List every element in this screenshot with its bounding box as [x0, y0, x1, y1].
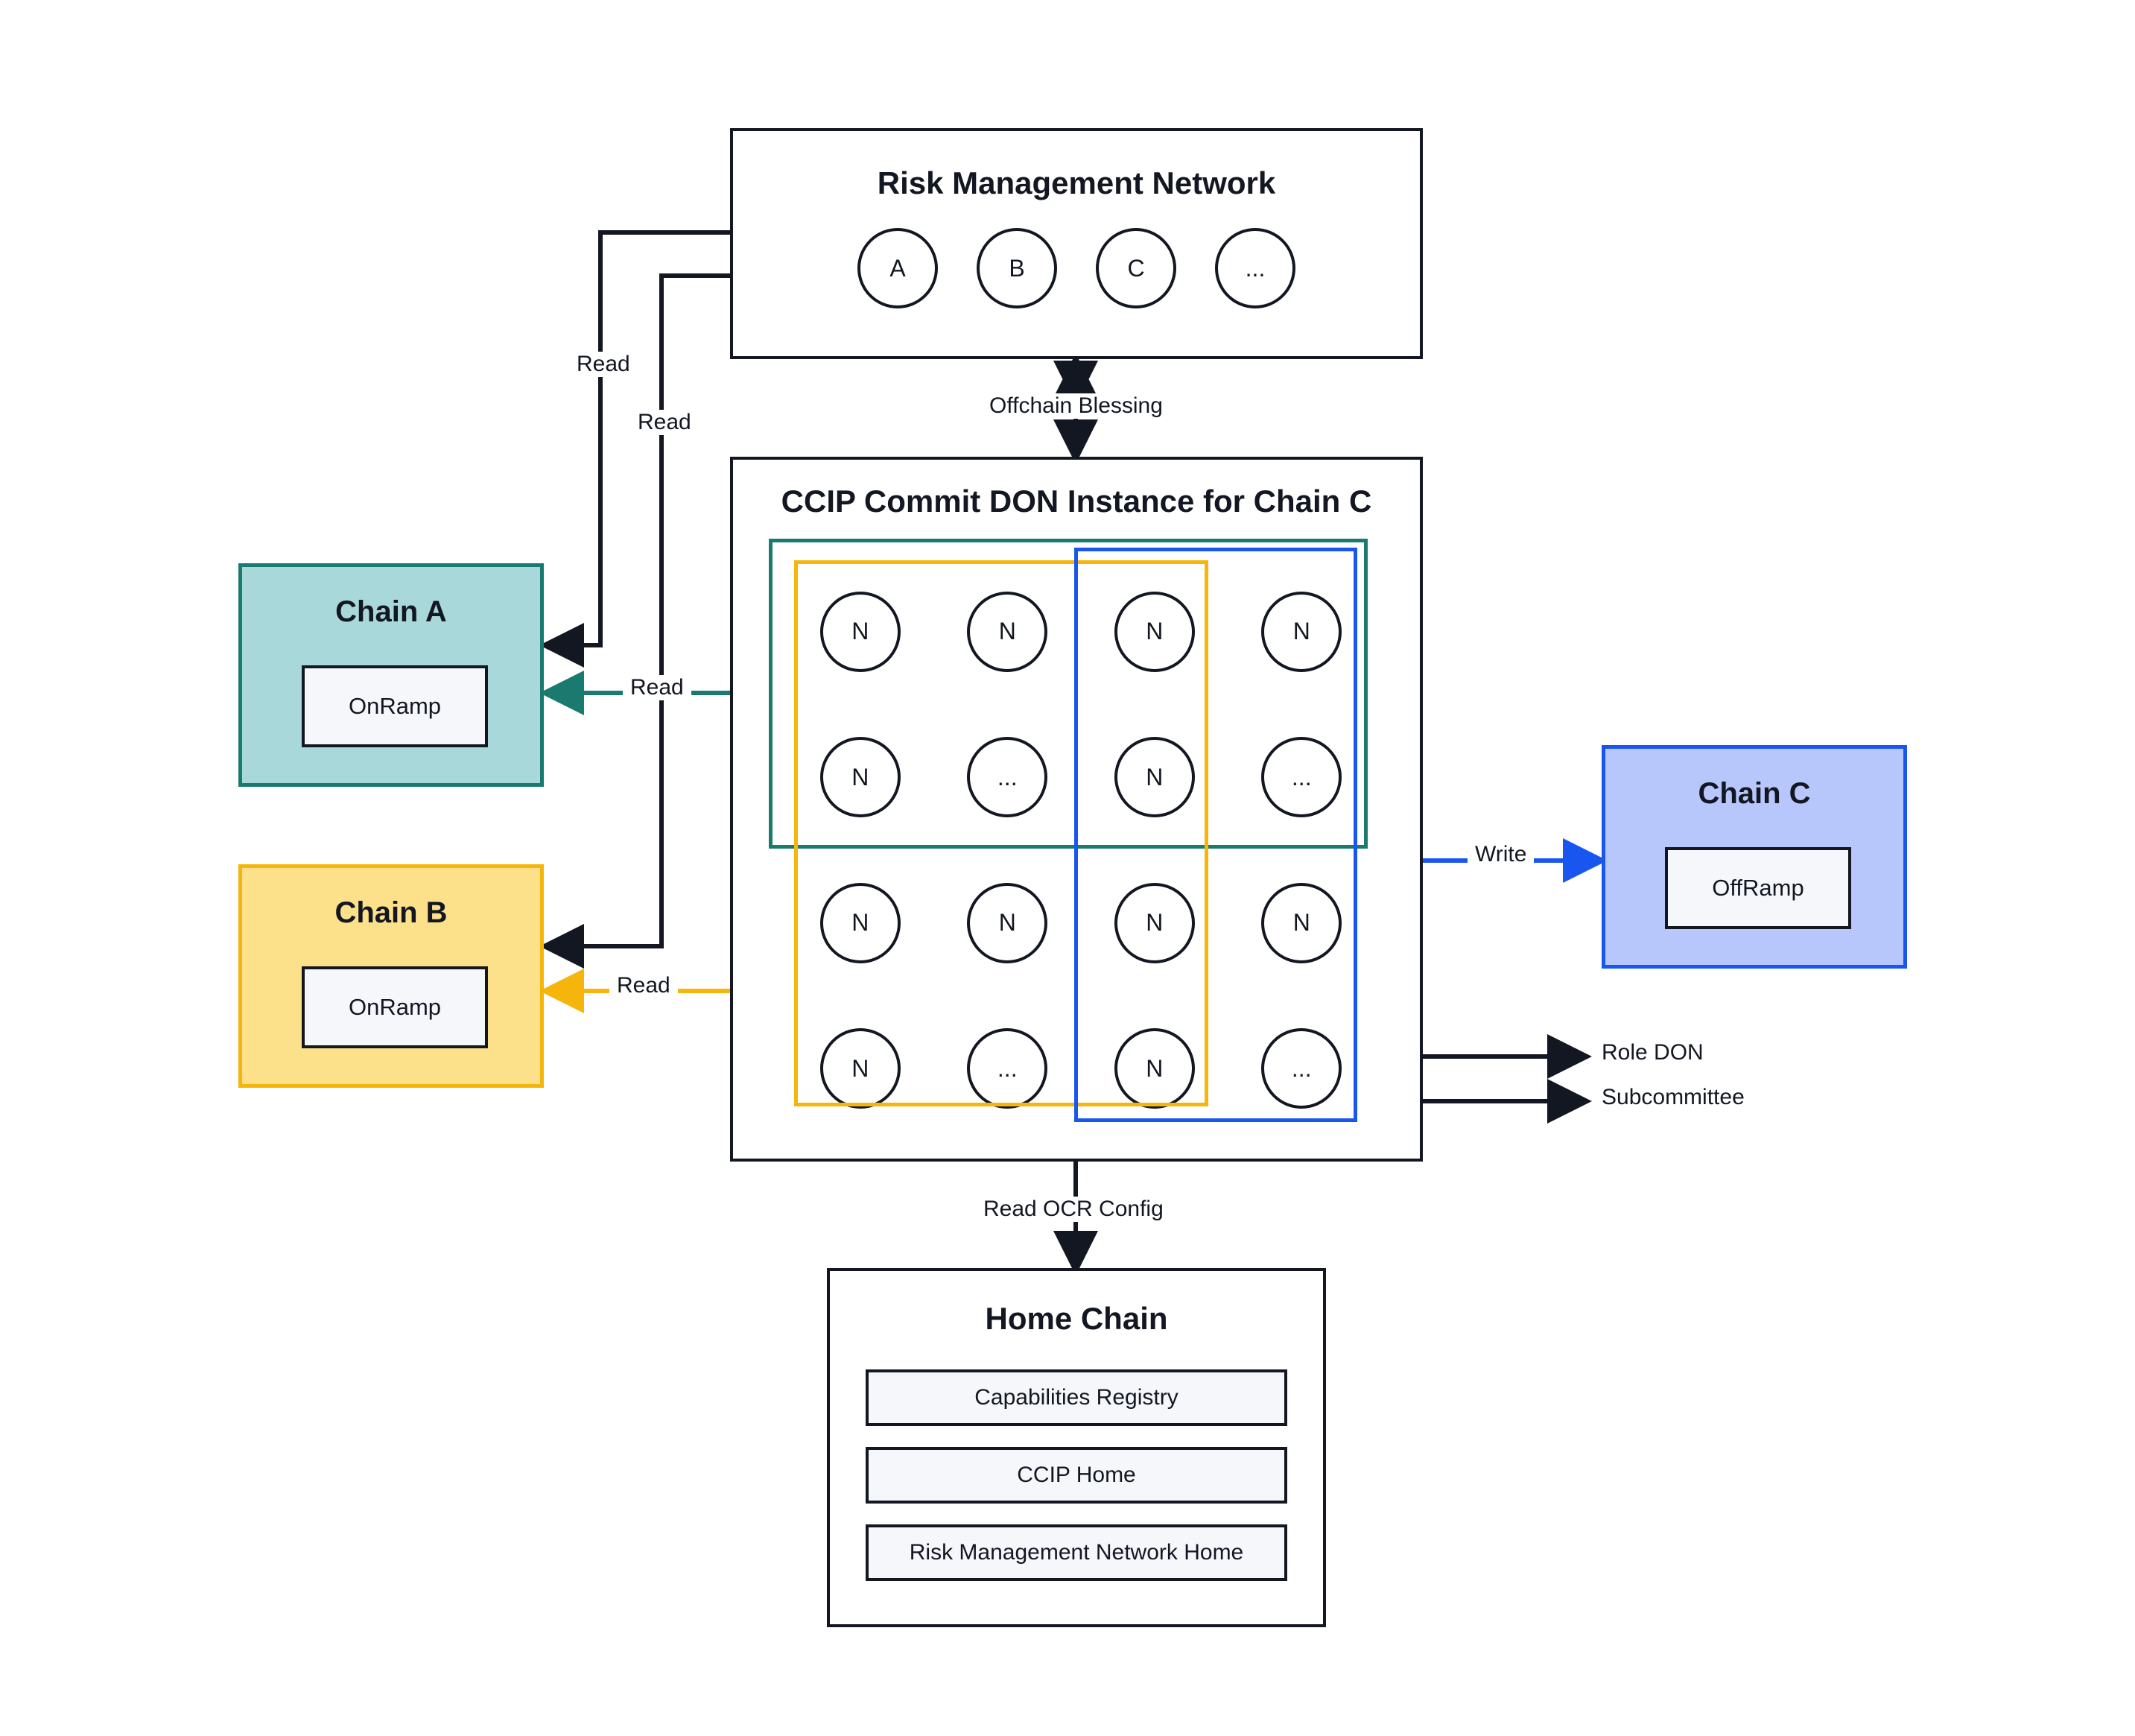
chain-a-onramp: OnRamp: [302, 665, 488, 747]
don-grid-cell: ...: [934, 705, 1082, 851]
rmn-node: C: [1096, 228, 1176, 308]
don-grid-cell: N: [787, 850, 934, 996]
don-grid-cell: N: [1081, 559, 1228, 705]
don-node: N: [819, 737, 901, 818]
don-node: N: [1114, 591, 1195, 672]
don-node: ...: [1261, 1028, 1342, 1109]
don-node: ...: [967, 737, 1048, 818]
don-node: ...: [1261, 737, 1342, 818]
rmn-node: A: [857, 228, 938, 308]
don-grid-cell: N: [787, 996, 934, 1142]
label-read-ocr-config: Read OCR Config: [976, 1197, 1171, 1222]
don-grid-cell: N: [934, 559, 1082, 705]
commit-don-title: CCIP Commit DON Instance for Chain C: [781, 484, 1372, 519]
risk-management-network-title: Risk Management Network: [877, 165, 1276, 200]
chain-c-box: Chain C OffRamp: [1602, 745, 1907, 969]
home-chain-item-capabilities-registry: Capabilities Registry: [866, 1369, 1287, 1426]
don-node: ...: [967, 1028, 1048, 1109]
rmn-node-row: A B C ...: [733, 228, 1420, 308]
label-read-rmn-chain-a: Read: [569, 352, 638, 377]
don-node: N: [1114, 882, 1195, 963]
label-write-blue: Write: [1468, 842, 1535, 867]
don-grid-cell: N: [1228, 559, 1376, 705]
don-grid-cell: N: [787, 705, 934, 851]
rmn-node: ...: [1215, 228, 1295, 308]
don-grid-cell: ...: [1228, 996, 1376, 1142]
don-node: N: [1114, 737, 1195, 818]
chain-a-box: Chain A OnRamp: [238, 563, 544, 787]
don-node-grid: N N N N N ... N ... N N N N N ... N ...: [787, 559, 1375, 1141]
label-read-rmn-chain-b: Read: [630, 410, 699, 435]
don-grid-cell: N: [1081, 996, 1228, 1142]
don-node: N: [819, 1028, 901, 1109]
chain-b-title: Chain B: [334, 896, 448, 929]
risk-management-network-box: Risk Management Network A B C ...: [730, 128, 1423, 359]
don-node: N: [967, 591, 1048, 672]
home-chain-box: Home Chain Capabilities Registry CCIP Ho…: [827, 1268, 1326, 1627]
label-read-green: Read: [623, 675, 691, 700]
don-group-green: [769, 539, 1368, 849]
don-node: N: [967, 882, 1048, 963]
chain-b-box: Chain B OnRamp: [238, 864, 544, 1088]
rmn-node: B: [977, 228, 1057, 308]
don-group-blue: [1074, 548, 1357, 1122]
chain-b-onramp: OnRamp: [302, 966, 488, 1048]
don-grid-cell: N: [787, 559, 934, 705]
home-chain-item-ccip-home: CCIP Home: [866, 1447, 1287, 1504]
don-grid-cell: ...: [934, 996, 1082, 1142]
chain-c-title: Chain C: [1698, 777, 1811, 810]
don-grid-cell: N: [1081, 850, 1228, 996]
don-node: N: [819, 591, 901, 672]
don-node: N: [1114, 1028, 1195, 1109]
don-node: N: [819, 882, 901, 963]
home-chain-item-rmn-home: Risk Management Network Home: [866, 1524, 1287, 1581]
don-node: N: [1261, 882, 1342, 963]
don-node: N: [1261, 591, 1342, 672]
label-subcommittee: Subcommittee: [1602, 1085, 1745, 1109]
home-chain-title: Home Chain: [985, 1301, 1168, 1336]
chain-a-title: Chain A: [335, 595, 447, 628]
don-grid-cell: N: [1081, 705, 1228, 851]
label-role-don: Role DON: [1602, 1040, 1704, 1065]
chain-c-offramp: OffRamp: [1665, 847, 1851, 929]
don-group-yellow: [794, 560, 1208, 1106]
don-grid-cell: N: [1228, 850, 1376, 996]
label-offchain-blessing: Offchain Blessing: [982, 393, 1170, 419]
label-read-yellow: Read: [609, 973, 678, 998]
edge-read-chain-a: [539, 230, 730, 668]
don-grid-cell: N: [934, 850, 1082, 996]
home-chain-items: Capabilities Registry CCIP Home Risk Man…: [866, 1369, 1287, 1581]
don-grid-cell: ...: [1228, 705, 1376, 851]
